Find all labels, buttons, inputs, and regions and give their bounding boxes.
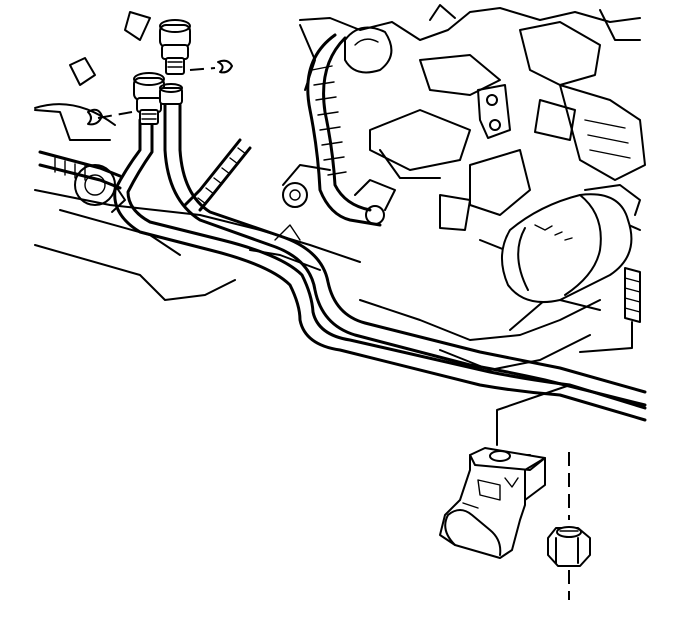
retaining-clips [69, 11, 233, 126]
line-fittings [133, 19, 191, 125]
mounting-stud [579, 267, 641, 353]
wiring-harness [299, 24, 396, 227]
corrugated-hose [183, 138, 252, 212]
oil-filter [501, 184, 641, 304]
retaining-nut [547, 452, 591, 600]
transmission-housing [34, 103, 126, 213]
engine-block [282, 4, 646, 331]
line-bracket [439, 447, 546, 559]
bracket-leader-lines [496, 384, 571, 446]
